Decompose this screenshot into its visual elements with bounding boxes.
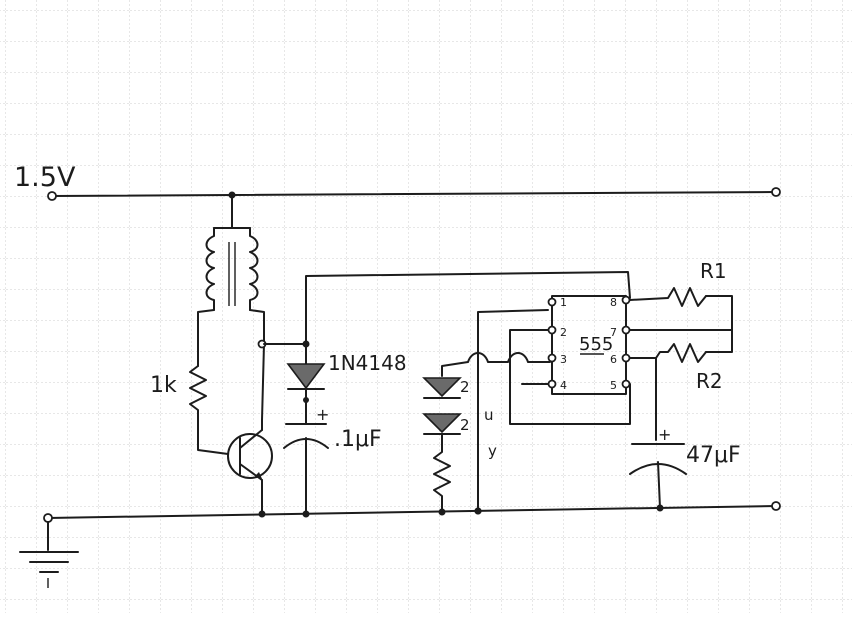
base-resistor — [189, 365, 229, 455]
led-arrow-label-2: 2 — [460, 416, 470, 434]
led-glyph-y: y — [488, 442, 497, 460]
r1-label: R1 — [700, 259, 727, 283]
supply-rail — [47, 187, 781, 201]
base-resistor-label: 1k — [150, 373, 177, 398]
ic-wiring — [474, 295, 733, 515]
ic-pin-3: 3 — [560, 353, 567, 366]
supply-terminal-left — [47, 191, 57, 201]
ic-pin-2: 2 — [560, 326, 567, 339]
led-arrow-label-1: 2 — [460, 378, 470, 396]
supply-voltage-label: 1.5V — [14, 162, 76, 193]
resistor-r1 — [629, 287, 707, 307]
ic-pin-1: 1 — [560, 296, 567, 309]
supply-terminal-right — [771, 187, 781, 197]
cap-large — [629, 443, 687, 509]
ground-symbol — [19, 521, 79, 588]
ic-pin-7: 7 — [610, 326, 617, 339]
ic-pin-6: 6 — [610, 353, 617, 366]
led-string — [422, 352, 551, 513]
ground-terminal-right — [771, 501, 781, 511]
r2-label: R2 — [696, 369, 723, 393]
ground-terminal-left — [43, 513, 53, 523]
ic-label: 555 — [579, 334, 613, 355]
cap-small-plus: + — [316, 405, 329, 424]
led-glyph-u: u — [484, 406, 494, 424]
cap-small-label: .1μF — [334, 427, 382, 452]
ic-pin-4: 4 — [560, 379, 567, 392]
transformer-coils — [197, 195, 265, 421]
transistor-symbol — [227, 419, 273, 515]
resistor-r2 — [629, 343, 707, 441]
cap-large-label: 47μF — [686, 443, 741, 468]
ic-pin-8: 8 — [610, 296, 617, 309]
diode-label: 1N4148 — [328, 351, 407, 375]
cap-large-plus: + — [658, 425, 671, 444]
ic-pin-5: 5 — [610, 379, 617, 392]
cap-small — [283, 423, 329, 515]
diode-1n4148 — [286, 343, 326, 425]
